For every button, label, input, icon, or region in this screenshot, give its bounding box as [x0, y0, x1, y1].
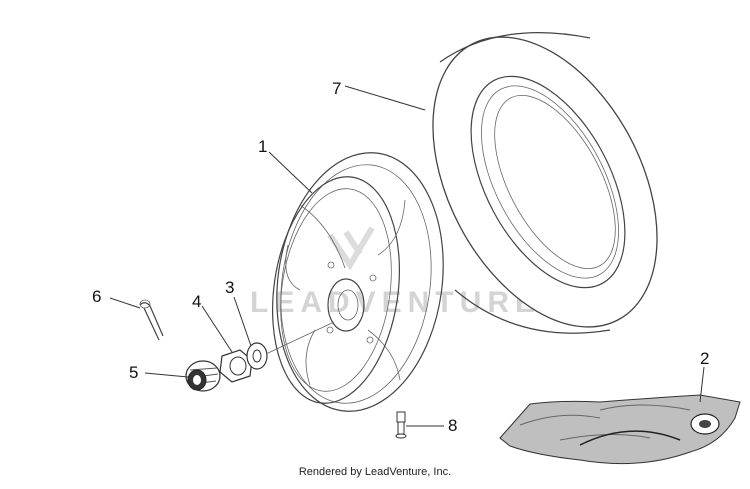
- footer-credit: Rendered by LeadVenture, Inc.: [298, 466, 452, 478]
- callout-1: 1: [258, 137, 267, 156]
- leader-line-6: [109, 297, 141, 309]
- callout-3: 3: [225, 278, 234, 297]
- callout-2: 2: [700, 349, 709, 368]
- wheel-rim: [271, 152, 444, 412]
- leader-line-5: [144, 372, 189, 378]
- callout-labels: 7 1 6 4 3 5 8 2: [92, 79, 709, 435]
- watermark-logo: LEADVENTURE: [250, 226, 541, 319]
- valve: [395, 411, 407, 439]
- leader-line-4: [201, 305, 233, 353]
- tire: [432, 32, 658, 334]
- cotter-pin: [139, 299, 164, 341]
- callout-4: 4: [192, 292, 201, 311]
- washer: [246, 342, 268, 370]
- watermark-text: LEADVENTURE: [250, 286, 541, 319]
- leader-line-1: [268, 151, 313, 194]
- leader-line-7: [344, 85, 426, 111]
- assembly-axis-line: [265, 321, 335, 355]
- spacer-gear: [185, 360, 221, 392]
- leader-line-3: [233, 296, 252, 347]
- leader-lines: [109, 85, 705, 427]
- leader-line-2: [699, 366, 705, 403]
- callout-6: 6: [92, 287, 101, 306]
- callout-7: 7: [332, 79, 341, 98]
- callout-8: 8: [448, 416, 457, 435]
- tube-repair-kit: [499, 394, 741, 465]
- callout-5: 5: [129, 363, 138, 382]
- nut: [219, 349, 253, 383]
